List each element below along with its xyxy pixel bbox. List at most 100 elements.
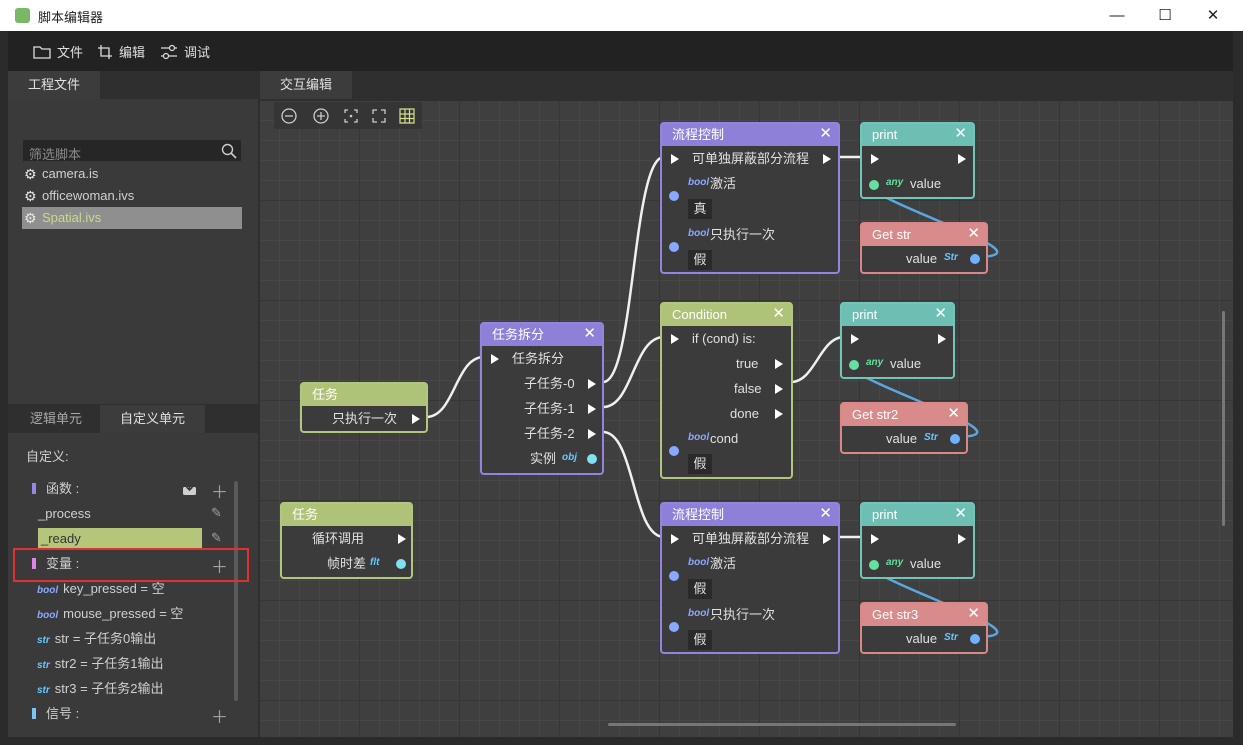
grid-icon[interactable] bbox=[397, 106, 417, 126]
exec-in-port[interactable] bbox=[671, 154, 679, 164]
data-in-port[interactable] bbox=[669, 242, 679, 252]
close-icon[interactable]: ✕ bbox=[967, 225, 980, 242]
print-node[interactable]: print ✕ any value bbox=[860, 122, 975, 199]
exec-in-port[interactable] bbox=[851, 334, 859, 344]
exec-out-port[interactable] bbox=[412, 414, 420, 424]
fullscreen-icon[interactable] bbox=[369, 106, 389, 126]
edit-icon[interactable]: ✎ bbox=[211, 505, 222, 520]
custom-units-scrollbar[interactable] bbox=[234, 481, 238, 701]
node-title: 任务 bbox=[302, 384, 426, 406]
import-icon[interactable] bbox=[182, 482, 197, 496]
get-str-node[interactable]: Get str ✕ value Str bbox=[860, 222, 988, 274]
tab-project-files[interactable]: 工程文件 bbox=[8, 71, 100, 99]
close-icon[interactable]: ✕ bbox=[934, 305, 947, 322]
close-icon[interactable]: ✕ bbox=[954, 125, 967, 142]
exec-out-port[interactable] bbox=[775, 359, 783, 369]
value-box[interactable]: 假 bbox=[688, 630, 712, 650]
function-item-process[interactable]: _process bbox=[38, 506, 91, 521]
tab-custom-units[interactable]: 自定义单元 bbox=[100, 405, 205, 433]
file-item-spatial[interactable]: ⚙Spatial.ivs bbox=[22, 207, 242, 229]
search-icon[interactable] bbox=[221, 143, 237, 159]
task-split-node[interactable]: 任务拆分 ✕ 任务拆分 子任务-0 子任务-1 子任务-2 实例 obj bbox=[480, 322, 604, 475]
close-icon[interactable]: ✕ bbox=[583, 325, 596, 342]
function-item-ready[interactable]: _ready bbox=[38, 528, 202, 550]
print-node[interactable]: print ✕ any value bbox=[840, 302, 955, 379]
data-out-port[interactable] bbox=[587, 454, 597, 464]
tab-interaction-edit[interactable]: 交互编辑 bbox=[260, 71, 352, 99]
value-box[interactable]: 真 bbox=[688, 199, 712, 219]
variables-section[interactable]: 变量 : bbox=[32, 553, 79, 575]
flow-control-node[interactable]: 流程控制 ✕ 可单独屏蔽部分流程 bool 激活 真 bool 只执行一次 假 bbox=[660, 122, 840, 274]
exec-out-port[interactable] bbox=[958, 154, 966, 164]
data-in-port[interactable] bbox=[669, 571, 679, 581]
edit-icon[interactable]: ✎ bbox=[211, 530, 222, 545]
file-item-officewoman[interactable]: ⚙officewoman.ivs bbox=[22, 185, 242, 207]
file-item-camera[interactable]: ⚙camera.is bbox=[22, 163, 242, 185]
signals-section[interactable]: 信号 : bbox=[32, 703, 79, 725]
get-str2-node[interactable]: Get str2 ✕ value Str bbox=[840, 402, 968, 454]
menu-debug[interactable]: 调试 bbox=[160, 42, 210, 61]
add-variable-icon[interactable]: ＋ bbox=[211, 558, 228, 577]
menu-file[interactable]: 文件 bbox=[33, 42, 83, 61]
close-icon[interactable]: ✕ bbox=[819, 505, 832, 522]
minimize-button[interactable]: — bbox=[1109, 7, 1125, 24]
data-out-port[interactable] bbox=[950, 434, 960, 444]
close-icon[interactable]: ✕ bbox=[954, 505, 967, 522]
condition-node[interactable]: Condition ✕ if (cond) is: true false don… bbox=[660, 302, 793, 479]
exec-out-port[interactable] bbox=[938, 334, 946, 344]
exec-out-port[interactable] bbox=[823, 154, 831, 164]
exec-out-port[interactable] bbox=[823, 534, 831, 544]
zoom-in-icon[interactable] bbox=[311, 106, 331, 126]
exec-out-port[interactable] bbox=[775, 384, 783, 394]
task-node-loop[interactable]: 任务 循环调用 帧时差 flt bbox=[280, 502, 413, 579]
exec-out-port[interactable] bbox=[588, 429, 596, 439]
data-out-port[interactable] bbox=[396, 559, 406, 569]
exec-out-port[interactable] bbox=[588, 379, 596, 389]
functions-section[interactable]: 函数 : bbox=[32, 478, 79, 500]
tab-logic-units[interactable]: 逻辑单元 bbox=[29, 411, 82, 426]
zoom-out-icon[interactable] bbox=[279, 106, 299, 126]
close-icon[interactable]: ✕ bbox=[772, 305, 785, 322]
menu-edit[interactable]: 编辑 bbox=[97, 42, 145, 61]
data-in-port[interactable] bbox=[669, 191, 679, 201]
maximize-button[interactable]: ☐ bbox=[1158, 7, 1172, 24]
value-box[interactable]: 假 bbox=[688, 454, 712, 474]
close-icon[interactable]: ✕ bbox=[967, 605, 980, 622]
exec-out-port[interactable] bbox=[775, 409, 783, 419]
data-in-port[interactable] bbox=[669, 622, 679, 632]
close-icon[interactable]: ✕ bbox=[947, 405, 960, 422]
exec-out-port[interactable] bbox=[958, 534, 966, 544]
close-icon[interactable]: ✕ bbox=[819, 125, 832, 142]
exec-in-port[interactable] bbox=[671, 334, 679, 344]
flow-control-node[interactable]: 流程控制 ✕ 可单独屏蔽部分流程 bool 激活 假 bool 只执行一次 假 bbox=[660, 502, 840, 654]
get-str3-node[interactable]: Get str3 ✕ value Str bbox=[860, 602, 988, 654]
data-in-port[interactable] bbox=[869, 180, 879, 190]
data-out-port[interactable] bbox=[970, 254, 980, 264]
exec-in-port[interactable] bbox=[871, 154, 879, 164]
data-in-port[interactable] bbox=[849, 360, 859, 370]
exec-in-port[interactable] bbox=[671, 534, 679, 544]
exec-out-port[interactable] bbox=[588, 404, 596, 414]
task-node-once[interactable]: 任务 只执行一次 bbox=[300, 382, 428, 433]
close-button[interactable]: ✕ bbox=[1206, 7, 1220, 24]
search-input[interactable]: 筛选脚本 bbox=[22, 139, 242, 162]
value-box[interactable]: 假 bbox=[688, 579, 712, 599]
add-function-icon[interactable]: ＋ bbox=[211, 483, 228, 502]
data-in-port[interactable] bbox=[869, 560, 879, 570]
value-box[interactable]: 假 bbox=[688, 250, 712, 270]
data-in-port[interactable] bbox=[669, 446, 679, 456]
add-signal-icon[interactable]: ＋ bbox=[211, 708, 228, 727]
print-node[interactable]: print ✕ any value bbox=[860, 502, 975, 579]
fit-icon[interactable] bbox=[341, 106, 361, 126]
exec-out-port[interactable] bbox=[398, 534, 406, 544]
horizontal-scrollbar[interactable] bbox=[608, 723, 956, 726]
exec-in-port[interactable] bbox=[491, 354, 499, 364]
vertical-scrollbar[interactable] bbox=[1222, 311, 1225, 526]
data-out-port[interactable] bbox=[970, 634, 980, 644]
exec-in-port[interactable] bbox=[871, 534, 879, 544]
